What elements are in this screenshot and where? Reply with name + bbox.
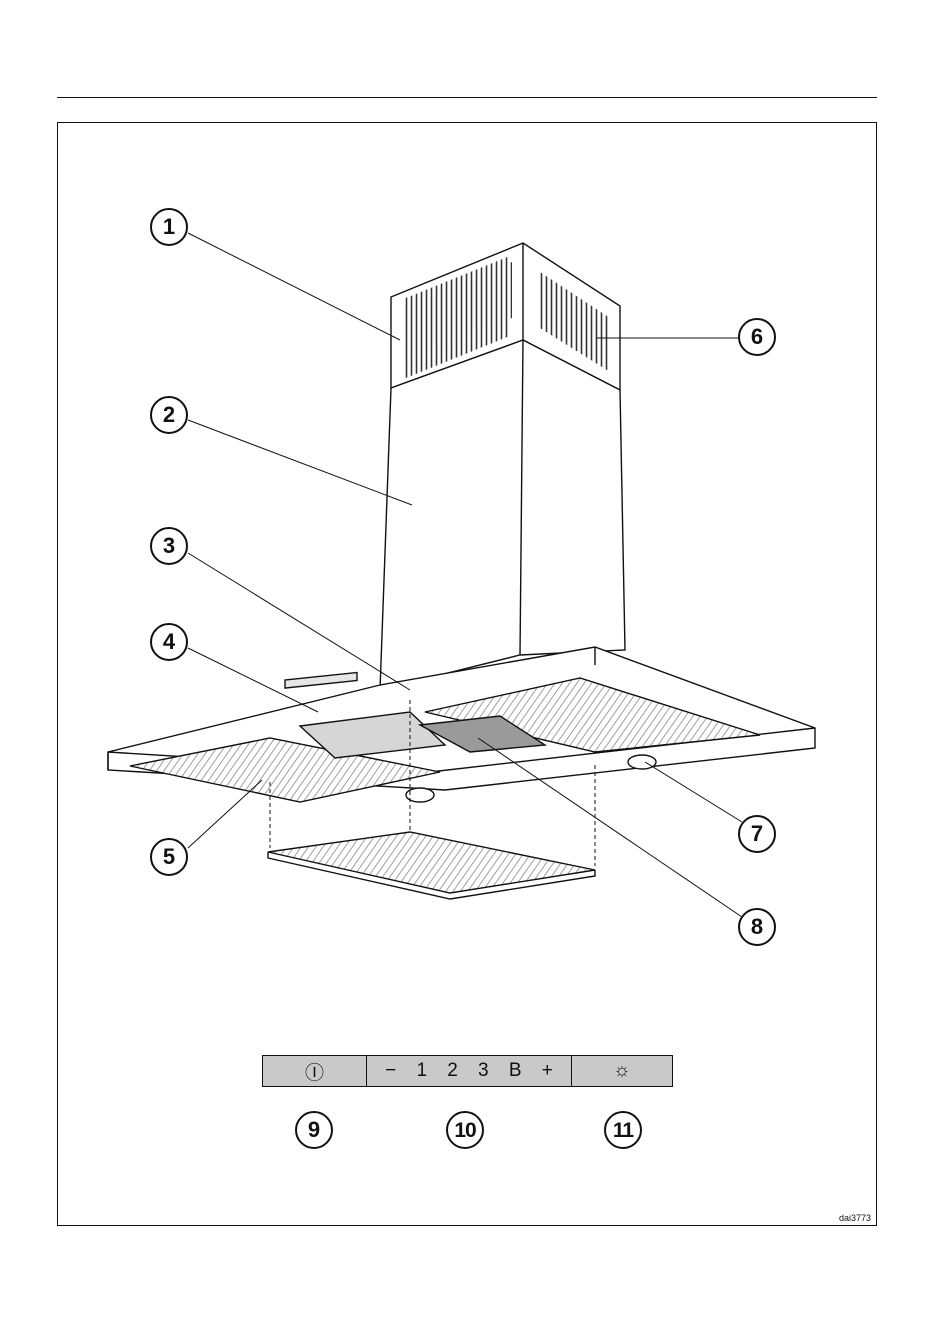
- speed-1-indicator: 1: [416, 1060, 427, 1082]
- speed-3-indicator: 3: [478, 1060, 489, 1082]
- fan-speed-controls: − 1 2 3 B +: [367, 1056, 572, 1086]
- light-icon: ☼: [613, 1060, 630, 1082]
- callout-11: 11: [604, 1111, 642, 1149]
- chimney-lower: [380, 340, 625, 690]
- callout-4: 4: [150, 623, 188, 661]
- speed-minus-button[interactable]: −: [385, 1060, 396, 1082]
- callout-1: 1: [150, 208, 188, 246]
- power-button[interactable]: Ⓘ: [263, 1056, 367, 1086]
- power-icon: Ⓘ: [305, 1058, 324, 1085]
- callout-7: 7: [738, 815, 776, 853]
- speed-boost-indicator: B: [509, 1060, 522, 1082]
- speed-2-indicator: 2: [447, 1060, 458, 1082]
- hood-canopy: [108, 647, 815, 802]
- callout-2: 2: [150, 396, 188, 434]
- callout-8: 8: [738, 908, 776, 946]
- light-button[interactable]: ☼: [572, 1056, 672, 1086]
- callout-6: 6: [738, 318, 776, 356]
- callout-9: 9: [295, 1111, 333, 1149]
- speed-plus-button[interactable]: +: [542, 1060, 553, 1082]
- callout-3: 3: [150, 527, 188, 565]
- drawing-code: dai3773: [839, 1213, 871, 1223]
- control-panel: Ⓘ − 1 2 3 B + ☼: [262, 1055, 673, 1087]
- callout-10: 10: [446, 1111, 484, 1149]
- callout-5: 5: [150, 838, 188, 876]
